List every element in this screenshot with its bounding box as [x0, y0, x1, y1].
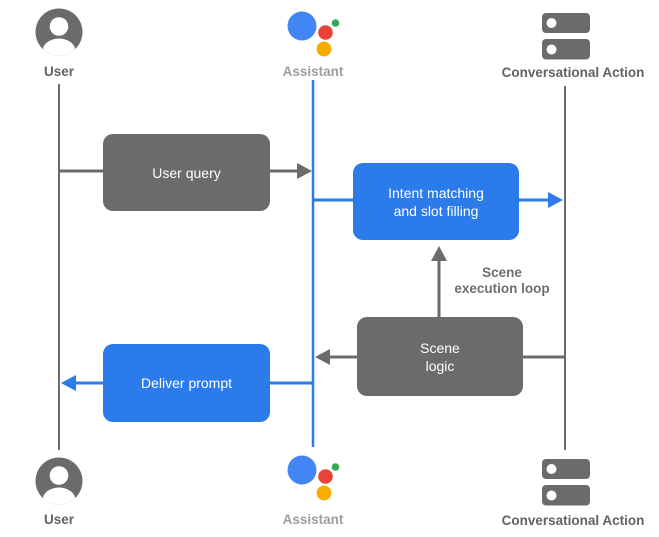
user-label-top: User	[43, 64, 75, 79]
scene-execution-loop-line2: execution loop	[454, 281, 550, 296]
intent-matching-box: Intent matching and slot filling	[353, 163, 519, 240]
user-icon	[35, 457, 83, 510]
google-assistant-icon	[287, 11, 340, 57]
arrowhead-left-icon	[315, 349, 330, 365]
assistant-label-bottom: Assistant	[282, 512, 344, 527]
user-query-box: User query	[103, 134, 270, 211]
intent-matching-label-line2: and slot filling	[393, 202, 479, 219]
scene-execution-loop-annotation: Scene execution loop	[427, 265, 577, 297]
scene-execution-loop-line1: Scene	[482, 265, 522, 280]
intent-matching-label-line1: Intent matching	[388, 184, 484, 201]
assistant-icon	[287, 10, 341, 63]
server-stack-icon	[542, 459, 590, 506]
assistant-label-top: Assistant	[282, 64, 344, 79]
arrowhead-left-icon	[61, 375, 76, 391]
google-assistant-icon	[287, 455, 340, 501]
conversational-action-icon	[542, 13, 590, 65]
assistant-icon	[287, 454, 341, 507]
arrowhead-right-icon	[297, 163, 312, 179]
deliver-prompt-box: Deliver prompt	[103, 344, 270, 422]
scene-logic-box: Scene logic	[357, 317, 523, 396]
person-circle-icon	[35, 457, 83, 505]
deliver-prompt-label: Deliver prompt	[140, 375, 233, 391]
arrowhead-up-icon	[431, 246, 447, 261]
user-label-bottom: User	[43, 512, 75, 527]
scene-logic-label-line2: logic	[425, 357, 455, 374]
arrowhead-right-icon	[548, 192, 563, 208]
user-query-label: User query	[152, 164, 221, 181]
server-stack-icon	[542, 13, 590, 60]
conversational-action-label-bottom: Conversational Action	[501, 513, 645, 528]
conversational-action-label-top: Conversational Action	[501, 65, 645, 80]
scene-logic-label-line1: Scene	[420, 339, 460, 356]
user-icon	[35, 8, 83, 61]
person-circle-icon	[35, 8, 83, 56]
conversational-action-icon	[542, 459, 590, 511]
scene-execution-loop-arrow	[431, 246, 447, 318]
